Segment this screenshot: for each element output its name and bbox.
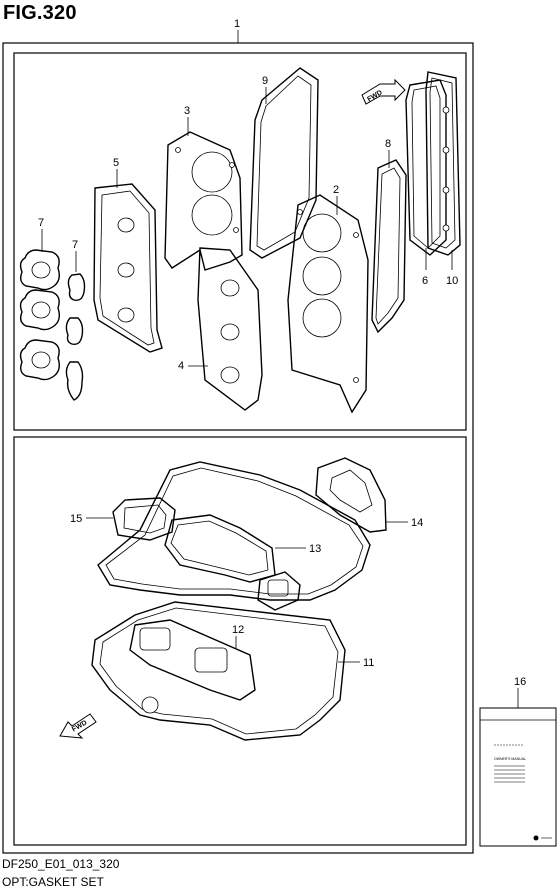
callout-10[interactable]: 10 xyxy=(446,275,458,287)
fwd-arrow-lower: FWD xyxy=(59,713,97,739)
callout-7b[interactable]: 7 xyxy=(72,239,78,251)
cam-cover-gasket-9 xyxy=(249,67,319,259)
diagram-name: OPT:GASKET SET xyxy=(2,875,104,889)
gasket-14 xyxy=(315,457,387,533)
figure-title: FIG.320 xyxy=(3,2,77,24)
callout-16[interactable]: 16 xyxy=(514,676,526,688)
callout-4[interactable]: 4 xyxy=(178,360,184,372)
callout-13[interactable]: 13 xyxy=(309,543,321,555)
head-gasket-4 xyxy=(197,247,263,411)
cylinder-head-gasket-3 xyxy=(164,131,243,271)
upper-panel xyxy=(13,52,467,431)
gasket-15 xyxy=(112,497,176,541)
callout-7a[interactable]: 7 xyxy=(38,217,44,229)
exhaust-port-gasket-7b xyxy=(65,273,86,401)
callout-5[interactable]: 5 xyxy=(113,157,119,169)
lower-panel xyxy=(13,436,467,846)
callout-9[interactable]: 9 xyxy=(262,75,268,87)
cylinder-head-gasket-2 xyxy=(287,194,369,414)
manual-logo-icon xyxy=(533,835,539,841)
exhaust-cover-gasket-10 xyxy=(425,71,461,256)
exhaust-port-gasket-7a xyxy=(19,249,61,381)
small-gasket xyxy=(257,571,301,611)
gasket-13 xyxy=(164,514,276,583)
oil-pan-gasket-11 xyxy=(91,601,346,741)
callout-2[interactable]: 2 xyxy=(333,184,339,196)
narrow-gasket-8 xyxy=(371,159,407,334)
callout-12[interactable]: 12 xyxy=(232,624,244,636)
callout-1[interactable]: 1 xyxy=(234,18,240,30)
fwd-arrow-upper: FWD xyxy=(361,78,406,105)
diagram-code: DF250_E01_013_320 xyxy=(2,857,120,871)
callout-14[interactable]: 14 xyxy=(411,517,423,529)
manual-title: OWNER'S MANUAL xyxy=(494,757,526,761)
callout-8[interactable]: 8 xyxy=(385,138,391,150)
gasket-12 xyxy=(129,619,256,701)
callout-6[interactable]: 6 xyxy=(422,275,428,287)
exhaust-cover-gasket-6 xyxy=(405,79,447,256)
cover-gasket-5 xyxy=(93,183,163,353)
callout-15[interactable]: 15 xyxy=(70,513,82,525)
callout-3[interactable]: 3 xyxy=(184,105,190,117)
owners-manual xyxy=(479,707,557,847)
callout-11[interactable]: 11 xyxy=(363,657,374,669)
upper-pan-gasket xyxy=(97,461,371,601)
